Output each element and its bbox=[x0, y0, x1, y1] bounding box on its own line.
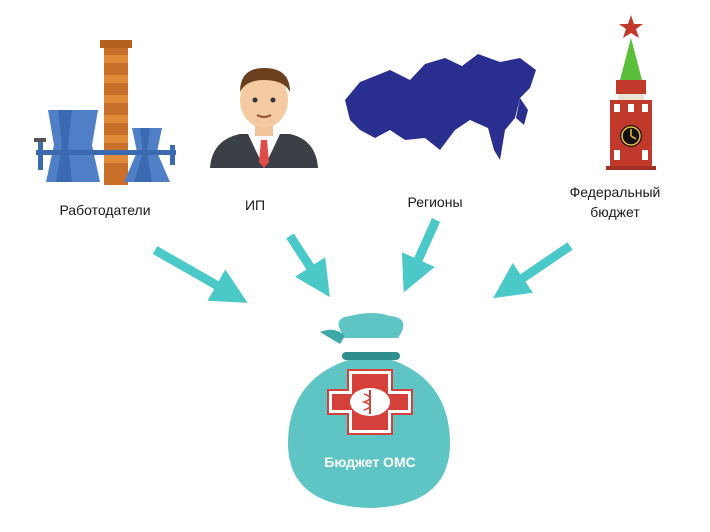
medical-cross-icon bbox=[327, 369, 413, 435]
arrow-ip bbox=[286, 233, 330, 298]
label-oms-budget: Бюджет ОМС bbox=[324, 454, 416, 470]
businessman-icon bbox=[210, 68, 318, 168]
russia-map-icon bbox=[345, 54, 536, 160]
arrow-federal bbox=[493, 242, 573, 299]
label-regions: Регионы bbox=[407, 194, 463, 210]
factory-icon bbox=[34, 40, 176, 185]
arrow-employers bbox=[152, 246, 248, 303]
label-federal-line1: Федеральный bbox=[569, 184, 661, 200]
kremlin-tower-icon bbox=[606, 15, 656, 170]
label-ip: ИП bbox=[244, 197, 266, 213]
label-federal-line2: бюджет bbox=[590, 204, 640, 220]
label-employers: Работодатели bbox=[59, 202, 151, 218]
label-federal-budget: Федеральный бюджет bbox=[555, 182, 675, 222]
arrow-regions bbox=[401, 218, 441, 293]
